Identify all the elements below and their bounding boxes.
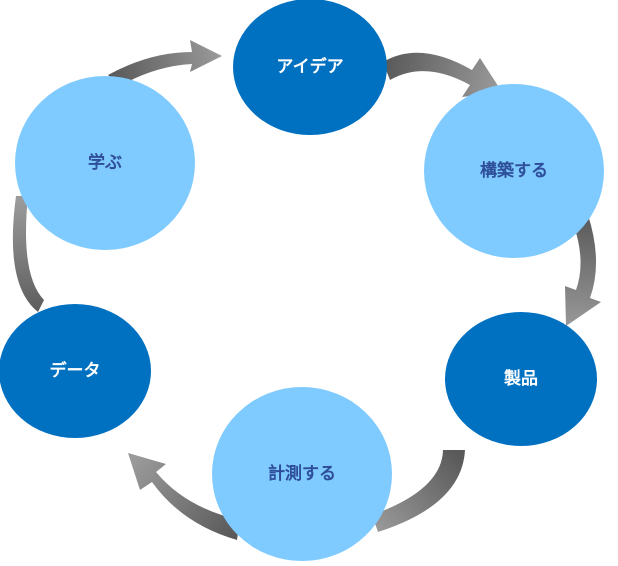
- arrow-data-to-learn: [12, 196, 44, 312]
- cycle-node-measure: 計測する: [212, 387, 392, 561]
- cycle-node-product: 製品: [445, 312, 597, 446]
- node-circle-product: [445, 312, 597, 446]
- node-label-build: 構築する: [480, 160, 548, 181]
- node-circle-measure: [212, 387, 392, 561]
- node-label-idea: アイデア: [276, 56, 343, 77]
- arrow-product-to-measure: [372, 450, 465, 532]
- cycle-node-build: 構築する: [424, 84, 604, 258]
- arrow-measure-to-data: [128, 453, 240, 540]
- node-label-measure: 計測する: [268, 463, 336, 484]
- arrow-learn-to-idea: [108, 40, 222, 86]
- cycle-node-data: データ: [0, 304, 151, 438]
- node-circle-data: [0, 304, 151, 438]
- arrow-idea-to-build: [383, 52, 502, 97]
- node-circle-idea: [233, 0, 387, 135]
- arrow-build-to-product: [565, 215, 601, 326]
- node-label-learn: 学ぶ: [88, 152, 122, 173]
- arrow-group: [12, 40, 601, 540]
- node-label-product: 製品: [503, 368, 538, 389]
- node-circle-learn: [15, 76, 195, 250]
- cycle-node-learn: 学ぶ: [15, 76, 195, 250]
- node-circle-build: [424, 84, 604, 258]
- node-label-data: データ: [50, 360, 101, 381]
- cycle-node-idea: アイデア: [233, 0, 387, 135]
